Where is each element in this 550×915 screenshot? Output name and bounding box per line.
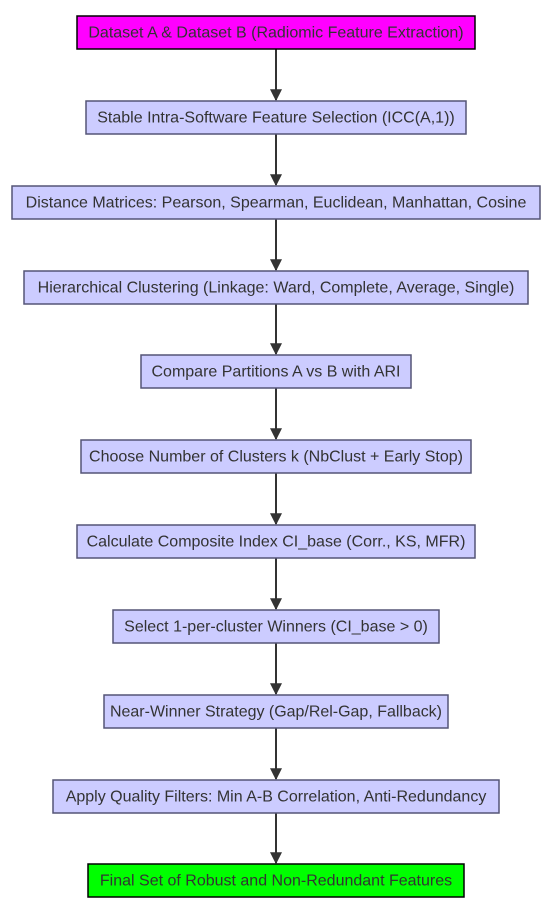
node-box bbox=[140, 354, 412, 389]
node-box bbox=[76, 524, 476, 559]
node-label: Choose Number of Clusters k (NbClust + E… bbox=[89, 449, 463, 466]
node-box bbox=[76, 15, 476, 50]
node-label: Apply Quality Filters: Min A-B Correlati… bbox=[66, 789, 487, 806]
node-box bbox=[85, 100, 467, 135]
node-near-winner: Near-Winner Strategy (Gap/Rel-Gap, Fallb… bbox=[103, 694, 449, 729]
node-select-winners: Select 1-per-cluster Winners (CI_base > … bbox=[112, 609, 440, 644]
node-box bbox=[23, 270, 529, 305]
node-label: Calculate Composite Index CI_base (Corr.… bbox=[87, 534, 466, 551]
node-feature-selection: Stable Intra-Software Feature Selection … bbox=[85, 100, 467, 135]
node-label: Stable Intra-Software Feature Selection … bbox=[97, 110, 454, 127]
node-choose-k: Choose Number of Clusters k (NbClust + E… bbox=[80, 439, 472, 474]
node-hierarchical-clustering: Hierarchical Clustering (Linkage: Ward, … bbox=[23, 270, 529, 305]
node-box bbox=[52, 779, 500, 814]
node-box bbox=[11, 185, 541, 220]
node-distance-matrices: Distance Matrices: Pearson, Spearman, Eu… bbox=[11, 185, 541, 220]
flowchart-nodes: Dataset A & Dataset B (Radiomic Feature … bbox=[11, 15, 541, 898]
node-label: Compare Partitions A vs B with ARI bbox=[152, 364, 401, 381]
node-box bbox=[112, 609, 440, 644]
node-composite-index: Calculate Composite Index CI_base (Corr.… bbox=[76, 524, 476, 559]
node-final-set: Final Set of Robust and Non-Redundant Fe… bbox=[87, 863, 465, 898]
node-box bbox=[103, 694, 449, 729]
node-label: Final Set of Robust and Non-Redundant Fe… bbox=[100, 873, 452, 890]
node-label: Dataset A & Dataset B (Radiomic Feature … bbox=[88, 25, 463, 42]
node-label: Distance Matrices: Pearson, Spearman, Eu… bbox=[26, 195, 527, 212]
node-box bbox=[87, 863, 465, 898]
node-label: Select 1-per-cluster Winners (CI_base > … bbox=[124, 619, 428, 636]
node-label: Near-Winner Strategy (Gap/Rel-Gap, Fallb… bbox=[110, 704, 442, 721]
node-dataset-extraction: Dataset A & Dataset B (Radiomic Feature … bbox=[76, 15, 476, 50]
node-box bbox=[80, 439, 472, 474]
node-label: Hierarchical Clustering (Linkage: Ward, … bbox=[38, 280, 515, 297]
node-quality-filters: Apply Quality Filters: Min A-B Correlati… bbox=[52, 779, 500, 814]
node-compare-partitions: Compare Partitions A vs B with ARI bbox=[140, 354, 412, 389]
